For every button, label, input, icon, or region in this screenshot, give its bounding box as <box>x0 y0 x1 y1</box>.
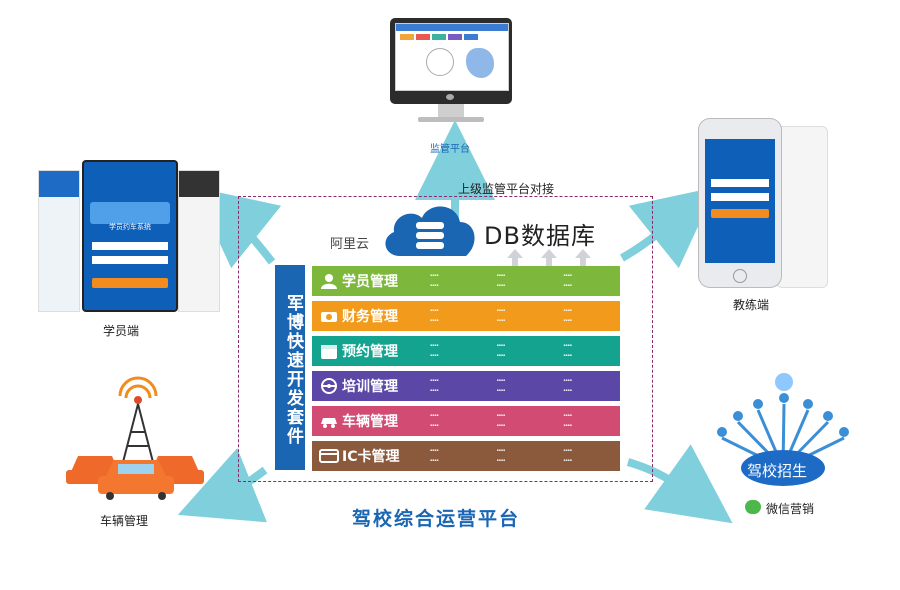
cloud-icon <box>385 206 475 256</box>
student-app-mockup: 学员约车系统 <box>38 160 220 315</box>
module-title: 培训管理 <box>342 379 398 395</box>
cloud-label: 阿里云 <box>330 237 370 252</box>
card-icon <box>318 445 340 467</box>
calendar-icon <box>318 340 340 362</box>
module-title: 学员管理 <box>342 274 398 290</box>
recruit-illustration <box>717 373 849 486</box>
student-app-screen-title: 学员约车系统 <box>109 224 151 231</box>
module-title: 预约管理 <box>342 344 398 360</box>
docking-label: 上级监管平台对接 <box>458 182 555 196</box>
module-title: 财务管理 <box>342 309 398 325</box>
steering-wheel-icon <box>318 375 340 397</box>
arrow-recruit <box>626 444 733 524</box>
phone-left <box>38 170 80 312</box>
db-up-arrows <box>507 249 591 268</box>
wechat-icon <box>745 500 761 514</box>
module-tags: ▪▪▪▪▪▪▪▪▪▪▪▪▪▪▪▪▪▪▪▪▪▪▪▪ <box>430 272 572 289</box>
module-row-iccard: IC卡管理 ▪▪▪▪▪▪▪▪▪▪▪▪▪▪▪▪▪▪▪▪▪▪▪▪ <box>312 441 620 471</box>
people-icon <box>717 393 849 437</box>
module-title: 车辆管理 <box>342 414 398 430</box>
connection-lines <box>721 403 845 470</box>
recruit-label: 驾校招生 <box>747 462 808 480</box>
arrow-student <box>193 187 282 269</box>
monitor-device <box>362 18 542 134</box>
module-row-booking: 预约管理 ▪▪▪▪▪▪▪▪▪▪▪▪▪▪▪▪▪▪▪▪▪▪▪▪ <box>312 336 620 366</box>
module-row-training: 培训管理 ▪▪▪▪▪▪▪▪▪▪▪▪▪▪▪▪▪▪▪▪▪▪▪▪ <box>312 371 620 401</box>
module-tags: ▪▪▪▪▪▪▪▪▪▪▪▪▪▪▪▪▪▪▪▪▪▪▪▪ <box>430 342 572 359</box>
module-row-student: 学员管理 ▪▪▪▪▪▪▪▪▪▪▪▪▪▪▪▪▪▪▪▪▪▪▪▪ <box>312 266 620 296</box>
module-tags: ▪▪▪▪▪▪▪▪▪▪▪▪▪▪▪▪▪▪▪▪▪▪▪▪ <box>430 447 572 464</box>
module-row-vehicle: 车辆管理 ▪▪▪▪▪▪▪▪▪▪▪▪▪▪▪▪▪▪▪▪▪▪▪▪ <box>312 406 620 436</box>
vehicle-illustration <box>66 376 204 500</box>
coach-app-label: 教练端 <box>733 298 770 312</box>
vehicle-label: 车辆管理 <box>100 514 149 528</box>
platform-container <box>238 196 653 482</box>
wechat-label: 微信营销 <box>766 502 815 516</box>
module-tags: ▪▪▪▪▪▪▪▪▪▪▪▪▪▪▪▪▪▪▪▪▪▪▪▪ <box>430 377 572 394</box>
module-tags: ▪▪▪▪▪▪▪▪▪▪▪▪▪▪▪▪▪▪▪▪▪▪▪▪ <box>430 412 572 429</box>
phone-front <box>698 118 782 288</box>
monitor-screen <box>395 23 509 91</box>
arrow-coach <box>620 187 717 269</box>
db-label: DB数据库 <box>484 222 596 250</box>
module-title: IC卡管理 <box>342 449 400 465</box>
student-app-label: 学员端 <box>103 324 140 338</box>
phone-center: 学员约车系统 <box>82 160 178 312</box>
platform-title: 驾校综合运营平台 <box>352 508 521 530</box>
arrow-vehicle <box>177 448 268 523</box>
phone-back <box>776 126 828 288</box>
signal-tower-icon <box>118 376 158 467</box>
module-row-finance: 财务管理 ▪▪▪▪▪▪▪▪▪▪▪▪▪▪▪▪▪▪▪▪▪▪▪▪ <box>312 301 620 331</box>
monitor-frame <box>390 18 512 104</box>
car-icon <box>318 410 340 432</box>
module-tags: ▪▪▪▪▪▪▪▪▪▪▪▪▪▪▪▪▪▪▪▪▪▪▪▪ <box>430 307 572 324</box>
money-icon <box>318 305 340 327</box>
toolkit-bar: 军博快速开发套件 <box>275 265 305 470</box>
supervision-label: 监管平台 <box>430 144 470 155</box>
car-icon <box>66 456 204 500</box>
coach-app-mockup <box>698 118 838 288</box>
phone-right <box>178 170 220 312</box>
bird-icon <box>775 373 793 391</box>
user-icon <box>318 270 340 292</box>
